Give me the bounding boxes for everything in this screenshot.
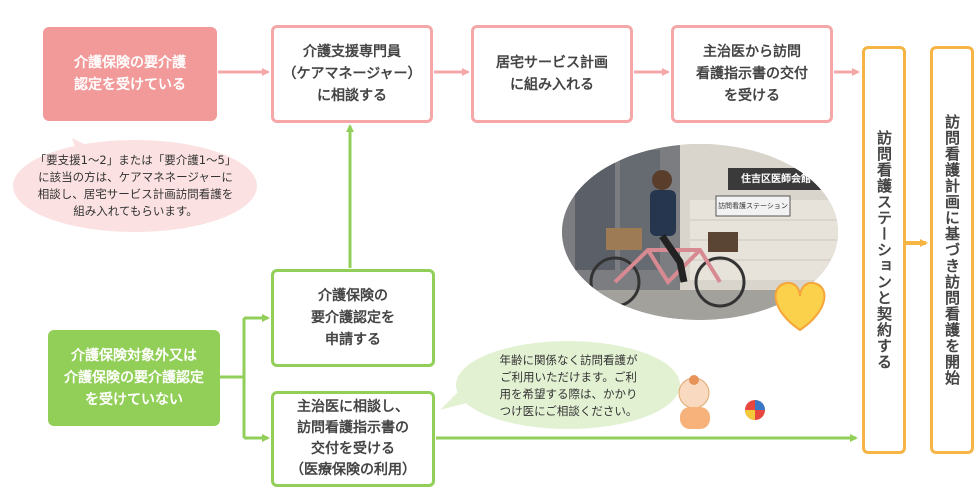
ball-icon xyxy=(745,400,765,420)
care-manager-box: 介護支援専門員 （ケアマネージャー） に相談する xyxy=(271,25,433,123)
care-plan-box: 居宅サービス計画 に組み入れる xyxy=(471,25,633,123)
apply-box: 介護保険の 要介護認定を 申請する xyxy=(271,269,435,367)
start-box: 訪問看護計画に基づき訪問看護を開始 xyxy=(930,46,974,454)
not-insured-box: 介護保険対象外又は 介護保険の要介護認定 を受けていない xyxy=(48,330,220,426)
doctor-box: 主治医に相談し、 訪問看護指示書の 交付を受ける （医療保険の利用） xyxy=(271,391,435,487)
contract-box: 訪問看護ステーションと契約する xyxy=(862,46,906,454)
care-insured-bubble-text: 「要支援1～2」または「要介護1～5」 に該当の方は、ケアマネネージャーに 相談… xyxy=(34,153,237,218)
not-insured-bubble-text: 年齢に関係なく訪問看護が ご利用いただけます。ご利 用を希望する際は、かかり つ… xyxy=(499,353,638,418)
instruction-box: 主治医から訪問 看護指示書の交付 を受ける xyxy=(671,25,833,123)
baby-icon xyxy=(678,375,710,429)
pink-speech-bubble xyxy=(13,138,257,232)
heart-icon xyxy=(774,281,826,332)
photo-sign-bottom: 訪問看護ステーション xyxy=(718,201,788,210)
green-speech-bubble xyxy=(440,341,680,429)
care-insured-box: 介護保険の要介護 認定を受けている xyxy=(43,27,217,121)
photo-sign-top: 住吉区医師会館 xyxy=(741,173,811,185)
